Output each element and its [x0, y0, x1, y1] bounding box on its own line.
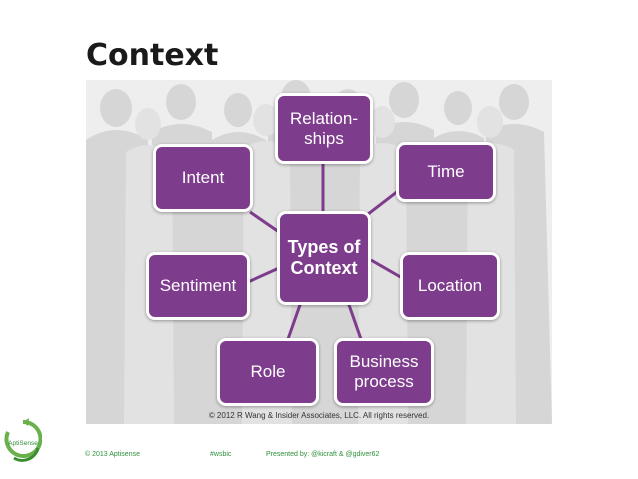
node-sentiment: Sentiment	[146, 252, 250, 320]
diagram-panel: Types of Context Relation- ships Time Lo…	[86, 80, 552, 424]
link-time	[362, 186, 403, 220]
node-sentiment-label: Sentiment	[159, 276, 237, 295]
node-business-process-line2: process	[354, 372, 414, 391]
link-intent	[249, 210, 280, 234]
node-center-line1: Types of	[287, 237, 361, 257]
diagram-copyright: © 2012 R Wang & Insider Associates, LLC.…	[208, 411, 430, 420]
slide-title: Context	[86, 38, 219, 73]
node-role: Role	[217, 338, 319, 406]
node-business-process: Business process	[334, 338, 434, 406]
link-role	[285, 301, 303, 343]
node-relationships: Relation- ships	[275, 93, 373, 164]
node-intent: Intent	[153, 144, 253, 212]
node-location-label: Location	[417, 276, 483, 295]
footer-copyright: © 2013 Aptisense	[85, 451, 140, 458]
link-location	[370, 258, 405, 281]
connector-lines	[247, 162, 405, 343]
aptisense-logo: AptiSense	[4, 418, 42, 462]
node-time-label: Time	[427, 162, 465, 181]
node-role-label: Role	[250, 362, 286, 381]
link-sentiment	[247, 266, 280, 284]
footer-hashtag: #wsbic	[210, 451, 232, 458]
footer-presenters: Presented by: @kicraft & @gdiver62	[266, 451, 380, 458]
node-time: Time	[396, 142, 496, 202]
node-center-line2: Context	[290, 258, 358, 278]
node-types-of-context: Types of Context	[277, 211, 371, 305]
link-business-process	[346, 301, 364, 343]
node-relationships-line2: ships	[304, 128, 344, 148]
node-intent-label: Intent	[181, 168, 225, 187]
node-business-process-line1: Business	[349, 352, 419, 371]
logo-text: AptiSense	[8, 440, 38, 447]
node-location: Location	[400, 252, 500, 320]
node-relationships-line1: Relation-	[289, 108, 359, 128]
